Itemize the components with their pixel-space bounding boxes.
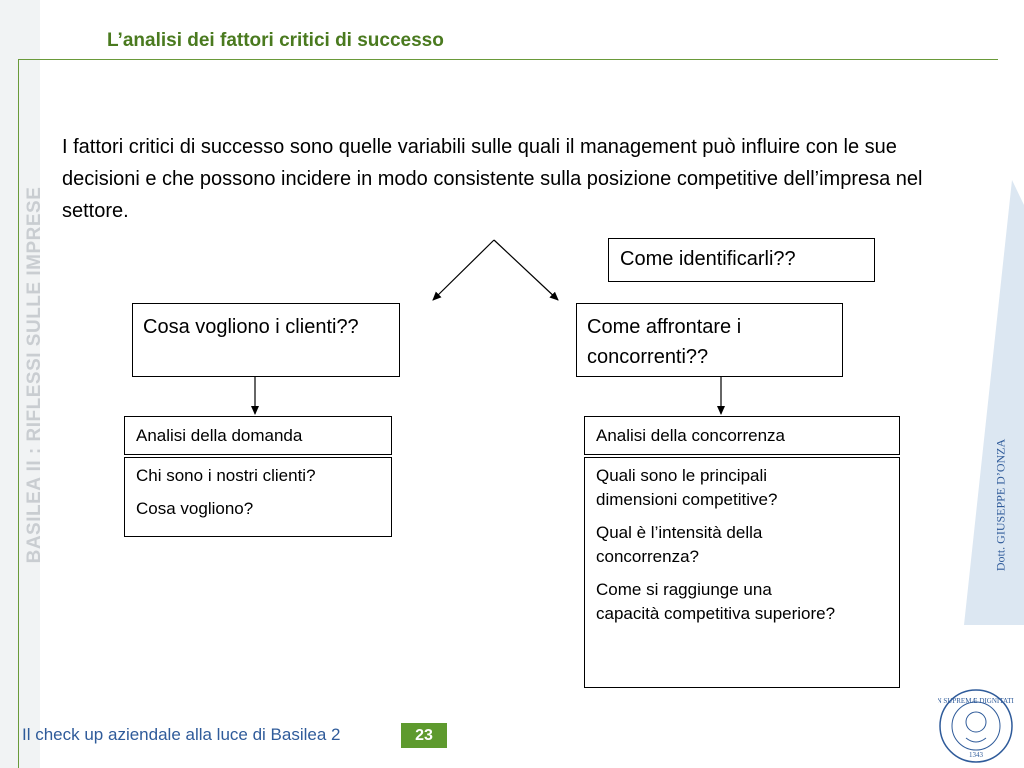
left-items-box: Chi sono i nostri clienti? Cosa vogliono… <box>124 457 392 537</box>
left-item: Chi sono i nostri clienti? <box>136 466 316 485</box>
left-question-box: Cosa vogliono i clienti?? <box>132 303 400 377</box>
footer-text: Il check up aziendale alla luce di Basil… <box>22 725 341 744</box>
right-items-box: Quali sono le principali dimensioni comp… <box>584 457 900 688</box>
right-header-text: Analisi della concorrenza <box>596 426 785 445</box>
right-decoration <box>964 180 1024 625</box>
page-number: 23 <box>415 726 433 744</box>
intro-text: I fattori critici di successo sono quell… <box>62 136 923 222</box>
arrow-right-branch <box>493 239 559 301</box>
arrow-left-branch <box>432 239 495 301</box>
university-seal-logo: IN SUPREMÆ DIGNITATIS 1343 <box>938 689 1014 763</box>
left-item: Cosa vogliono? <box>136 499 254 518</box>
svg-text:1343: 1343 <box>969 751 984 759</box>
left-divider <box>18 59 19 768</box>
right-header-box: Analisi della concorrenza <box>584 416 900 455</box>
left-question-text: Cosa vogliono i clienti?? <box>143 316 359 338</box>
right-question-box: Come affrontare i concorrenti?? <box>576 303 843 377</box>
identify-box: Come identificarli?? <box>608 238 875 282</box>
left-header-box: Analisi della domanda <box>124 416 392 455</box>
right-item: Quali sono le principali dimensioni comp… <box>596 466 778 509</box>
left-header-text: Analisi della domanda <box>136 426 303 445</box>
slide-title: L’analisi dei fattori critici di success… <box>107 30 444 51</box>
title-divider <box>18 59 998 60</box>
page-number-badge: 23 <box>401 723 447 748</box>
right-item: Qual è l’intensità della concorrenza? <box>596 523 763 566</box>
right-item: Come si raggiunge una capacità competiti… <box>596 580 836 623</box>
svg-text:IN SUPREMÆ DIGNITATIS: IN SUPREMÆ DIGNITATIS <box>938 697 1014 705</box>
left-band <box>0 0 40 768</box>
identify-box-text: Come identificarli?? <box>620 248 796 270</box>
right-question-text: Come affrontare i concorrenti?? <box>587 316 742 368</box>
